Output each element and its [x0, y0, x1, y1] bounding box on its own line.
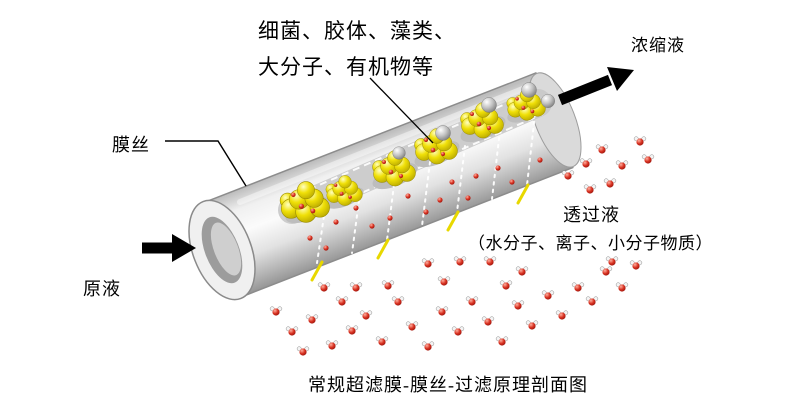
tube-opening — [188, 199, 256, 301]
gray-particle-icon — [435, 125, 451, 141]
membrane-fiber-label: 膜丝 — [112, 135, 150, 155]
membrane-pointer-line — [165, 140, 247, 187]
concentrate-label: 浓缩液 — [631, 36, 685, 55]
gray-particle-icon — [521, 82, 537, 98]
retained-line-1: 细菌、胶体、藻类、 — [258, 19, 456, 43]
permeate-label: 透过液 — [563, 205, 620, 225]
diagram-caption: 常规超滤膜-膜丝-过滤原理剖面图 — [308, 375, 588, 395]
retained-pointer-line — [369, 77, 434, 144]
gray-particle-icon — [541, 94, 555, 108]
retained-line-2: 大分子、有机物等 — [258, 55, 434, 79]
permeate-detail-label: （水分子、离子、小分子物质） — [468, 234, 713, 253]
feed-label: 原液 — [83, 279, 121, 299]
pore-dotted-lines — [316, 113, 536, 264]
molecules-on-tube — [307, 157, 543, 251]
yellow-threads — [310, 183, 530, 282]
retained-substances-label: 细菌、胶体、藻类、 大分子、有机物等 — [258, 13, 456, 85]
gray-particle-icon — [392, 146, 406, 160]
feed-arrow-icon — [142, 234, 196, 262]
gray-particle-icon — [481, 97, 497, 113]
concentrate-arrow-icon — [557, 67, 634, 106]
